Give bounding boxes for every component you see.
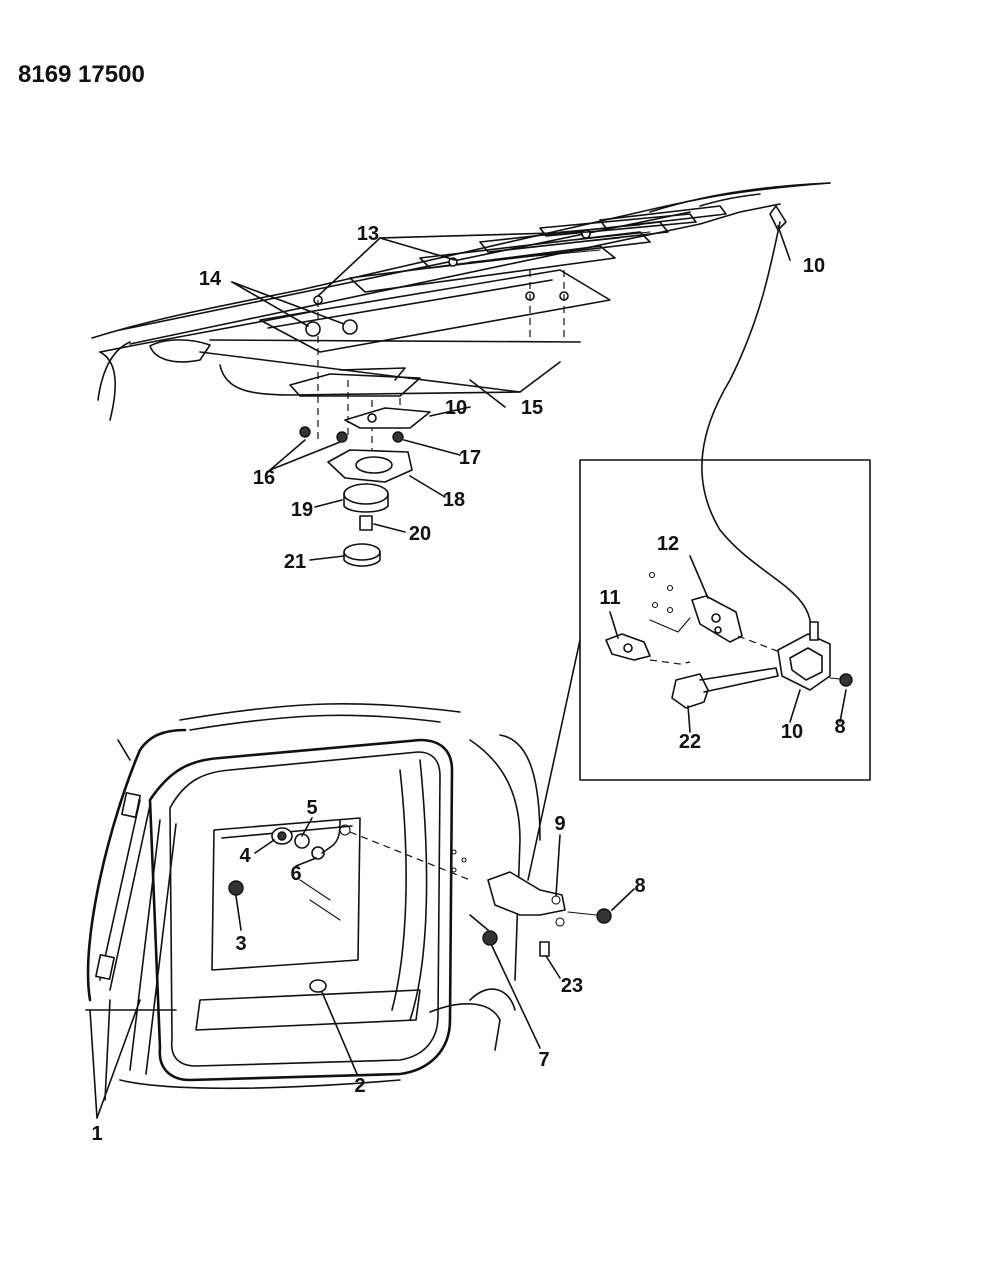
seal-21: [343, 543, 381, 561]
leader-lines: [89, 225, 847, 1119]
callout-19: 19: [291, 499, 313, 521]
callout-21: 21: [284, 551, 306, 573]
callout-12: 12: [657, 533, 679, 555]
handle-22: [671, 673, 709, 709]
pin-20: [359, 515, 373, 531]
gear-19: [343, 483, 389, 505]
callout-18: 18: [443, 489, 465, 511]
bolt-16a: [299, 426, 311, 438]
bolt-16b: [336, 431, 348, 443]
callout-3: 3: [235, 933, 246, 955]
roof-frame: [91, 182, 831, 421]
callout-15: 15: [521, 397, 543, 419]
hinge-parts: [228, 819, 612, 993]
callout-4: 4: [239, 845, 251, 867]
door-window-assembly: [85, 703, 541, 1101]
callout-1: 1: [91, 1123, 102, 1145]
bolt-17: [392, 431, 404, 443]
callout-7: 7: [538, 1049, 549, 1071]
nut-3: [228, 880, 244, 896]
callout-14: 14: [199, 268, 222, 290]
callout-labels: 13 14 10 15 10 16 17 18 19 20 21 12 11 2…: [91, 223, 845, 1145]
motor-assembly: [299, 319, 431, 567]
washer-5: [294, 833, 310, 849]
clip-23: [539, 941, 550, 957]
callout-8: 8: [634, 875, 645, 897]
latch-detail: [605, 571, 853, 709]
callout-16: 16: [253, 467, 275, 489]
screw-8-inset: [839, 673, 853, 687]
callout-22: 22: [679, 731, 701, 753]
callout-10-bracket: 10: [445, 397, 467, 419]
bracket-10: [344, 407, 431, 429]
callout-17: 17: [459, 447, 481, 469]
screw-8: [596, 908, 612, 924]
inset-leader: [527, 639, 581, 881]
callout-11: 11: [599, 587, 620, 609]
drain-cable: [701, 221, 812, 641]
grommet-2: [309, 979, 327, 993]
callout-9: 9: [554, 813, 565, 835]
ring-6: [311, 846, 325, 860]
callout-10-inset: 10: [781, 721, 803, 743]
callout-2: 2: [354, 1075, 365, 1097]
nut-14b: [342, 319, 358, 335]
screw-7: [482, 930, 498, 946]
callout-20: 20: [409, 523, 431, 545]
callout-6: 6: [290, 863, 301, 885]
callout-8-inset: 8: [834, 716, 845, 738]
hinge-9: [487, 871, 566, 916]
callout-5: 5: [306, 797, 317, 819]
latch-body-10: [777, 633, 831, 691]
callout-23: 23: [561, 975, 583, 997]
callout-10-roof: 10: [803, 255, 825, 277]
detail-inset-box: [579, 459, 871, 781]
callout-13: 13: [357, 223, 379, 245]
diagram-code: 8169 17500: [18, 61, 145, 88]
nut-14a: [305, 321, 321, 337]
